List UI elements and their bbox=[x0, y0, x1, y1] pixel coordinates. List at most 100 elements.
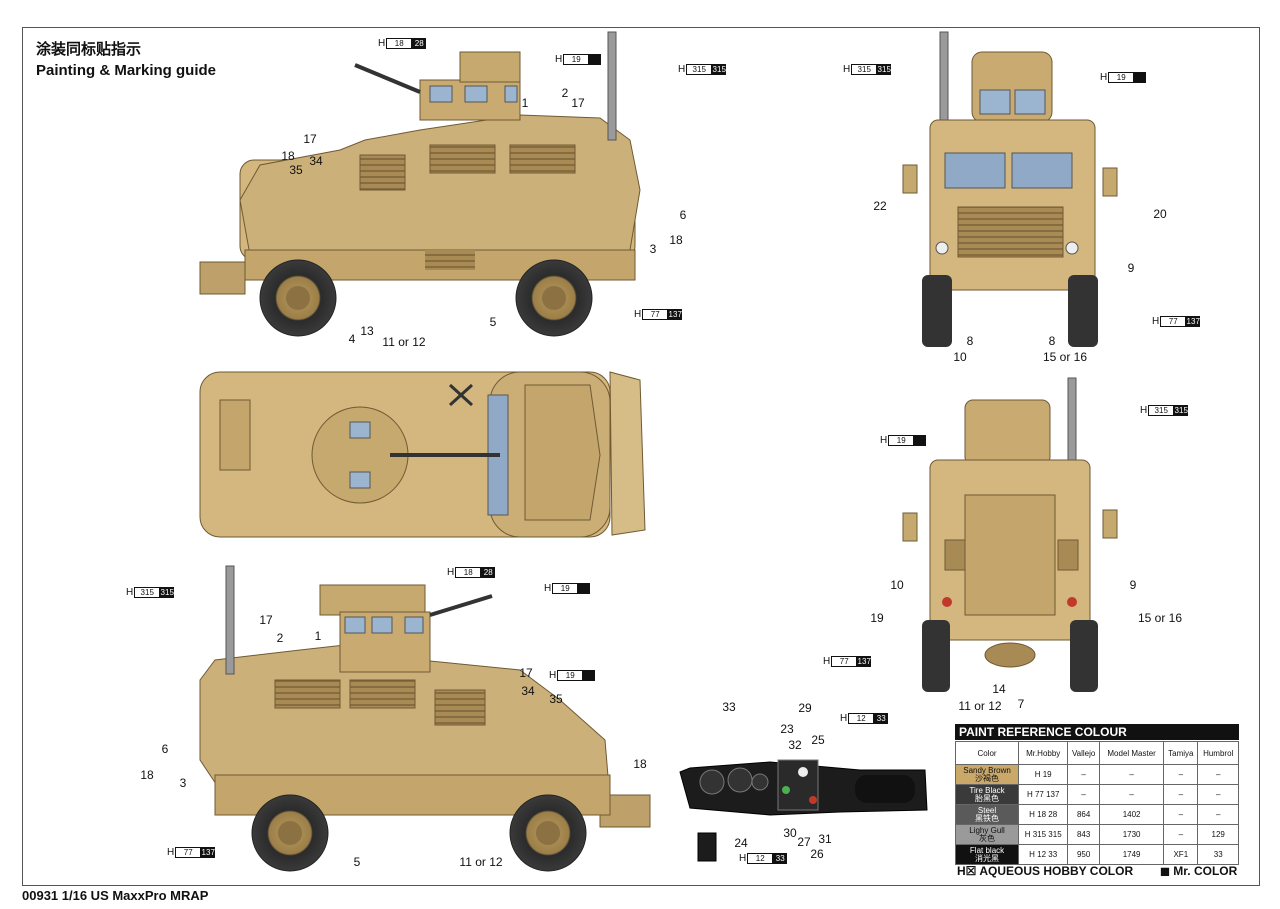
model-master-code: 1730 bbox=[1098, 824, 1165, 845]
tag-mr-color-code: 137 bbox=[668, 309, 683, 320]
tag-hobby-code: 315 bbox=[1148, 405, 1175, 416]
callout-number: 10 bbox=[953, 350, 967, 364]
color-name-cn: 灰色 bbox=[979, 833, 996, 843]
callout-number: 2 bbox=[562, 86, 569, 100]
tag-hobby-code: 315 bbox=[134, 587, 161, 598]
tag-h: H bbox=[678, 64, 686, 75]
callout-number: 18 bbox=[669, 233, 683, 247]
humbrol-code: – bbox=[1197, 804, 1239, 825]
callout-number: 35 bbox=[289, 163, 303, 177]
color-name-cn: 消光黑 bbox=[975, 853, 1000, 863]
color-name-cn: 沙褐色 bbox=[975, 773, 1000, 783]
tamiya-code: – bbox=[1163, 804, 1199, 825]
callout-number: 18 bbox=[140, 768, 154, 782]
col-model-master: Model Master bbox=[1098, 741, 1165, 765]
tag-mr-color-code bbox=[589, 54, 602, 65]
callout-number: 4 bbox=[349, 332, 356, 346]
page-title-chinese: 涂装同标贴指示 bbox=[36, 40, 142, 58]
callout-number: 3 bbox=[180, 776, 187, 790]
tag-hobby-code: 77 bbox=[175, 847, 202, 858]
callout-number: 30 bbox=[783, 826, 797, 840]
tamiya-code: – bbox=[1163, 824, 1199, 845]
tag-h: H bbox=[167, 847, 175, 858]
mrhobby-code: H 77 137 bbox=[1018, 784, 1069, 805]
paint-reference-table: Color Mr.Hobby Vallejo Model Master Tami… bbox=[954, 741, 1239, 865]
mrhobby-code: H 315 315 bbox=[1018, 824, 1069, 845]
tag-mr-color-code: 137 bbox=[857, 656, 872, 667]
tag-h: H bbox=[1100, 72, 1108, 83]
humbrol-code: 33 bbox=[1197, 844, 1239, 865]
tag-hobby-code: 18 bbox=[455, 567, 482, 578]
model-master-code: – bbox=[1098, 764, 1165, 785]
callout-number: 9 bbox=[1128, 261, 1135, 275]
tag-mr-color-code bbox=[914, 435, 927, 446]
tag-mr-color-code: 28 bbox=[412, 38, 427, 49]
side-view-right bbox=[199, 565, 651, 872]
callout-number: 26 bbox=[810, 847, 824, 861]
tag-mr-color-code bbox=[578, 583, 591, 594]
callout-number: 17 bbox=[571, 96, 585, 110]
model-master-code: – bbox=[1098, 784, 1165, 805]
tag-mr-color-code: 315 bbox=[1174, 405, 1189, 416]
callout-number: 23 bbox=[780, 722, 794, 736]
legend-aqueous-label: AQUEOUS HOBBY COLOR bbox=[979, 864, 1134, 878]
callout-number: 35 bbox=[549, 692, 563, 706]
callout-number: 22 bbox=[873, 199, 887, 213]
callout-number: 3 bbox=[650, 242, 657, 256]
callout-number: 9 bbox=[1130, 578, 1137, 592]
drawing-frame bbox=[22, 27, 1260, 886]
dashboard-detail bbox=[679, 759, 928, 862]
vallejo-code: – bbox=[1067, 764, 1100, 785]
color-name: Tire Black bbox=[969, 785, 1005, 795]
tag-mr-color-code: 33 bbox=[773, 853, 788, 864]
color-name-cn: 黑铁色 bbox=[975, 813, 1000, 823]
legend-mr-color: ◼ Mr. COLOR bbox=[1160, 864, 1238, 878]
col-color: Color bbox=[954, 741, 1020, 765]
legend-h-mark: H bbox=[957, 864, 966, 878]
callout-number: 34 bbox=[521, 684, 535, 698]
callout-number: 11 or 12 bbox=[382, 335, 425, 349]
callout-number: 7 bbox=[1018, 697, 1025, 711]
tag-mr-color-code bbox=[1134, 72, 1147, 83]
mrhobby-code: H 12 33 bbox=[1018, 844, 1069, 865]
tag-hobby-code: 19 bbox=[563, 54, 590, 65]
legend-aqueous: H☒ AQUEOUS HOBBY COLOR bbox=[957, 864, 1134, 878]
tag-hobby-code: 315 bbox=[686, 64, 713, 75]
humbrol-code: – bbox=[1197, 784, 1239, 805]
callout-number: 13 bbox=[360, 324, 374, 338]
col-humbrol: Humbrol bbox=[1197, 741, 1239, 765]
col-mrhobby: Mr.Hobby bbox=[1018, 741, 1069, 765]
tamiya-code: – bbox=[1163, 764, 1199, 785]
tag-h: H bbox=[544, 583, 552, 594]
callout-number: 18 bbox=[281, 149, 295, 163]
tag-h: H bbox=[1152, 316, 1160, 327]
callout-number: 31 bbox=[818, 832, 832, 846]
tag-h: H bbox=[126, 587, 134, 598]
tag-hobby-code: 315 bbox=[851, 64, 878, 75]
tag-mr-color-code: 315 bbox=[877, 64, 892, 75]
tag-h: H bbox=[634, 309, 642, 320]
tag-mr-color-code: 137 bbox=[1186, 316, 1201, 327]
callout-number: 1 bbox=[522, 96, 529, 110]
tag-mr-color-code bbox=[583, 670, 596, 681]
color-name-cn: 胎黑色 bbox=[975, 793, 1000, 803]
callout-number: 8 bbox=[967, 334, 974, 348]
tag-h: H bbox=[555, 54, 563, 65]
callout-number: 33 bbox=[722, 700, 736, 714]
callout-number: 2 bbox=[277, 631, 284, 645]
top-view bbox=[199, 371, 646, 538]
callout-number: 1 bbox=[315, 629, 322, 643]
front-view bbox=[902, 31, 1118, 347]
tag-hobby-code: 12 bbox=[747, 853, 774, 864]
callout-number: 15 or 16 bbox=[1043, 350, 1087, 364]
